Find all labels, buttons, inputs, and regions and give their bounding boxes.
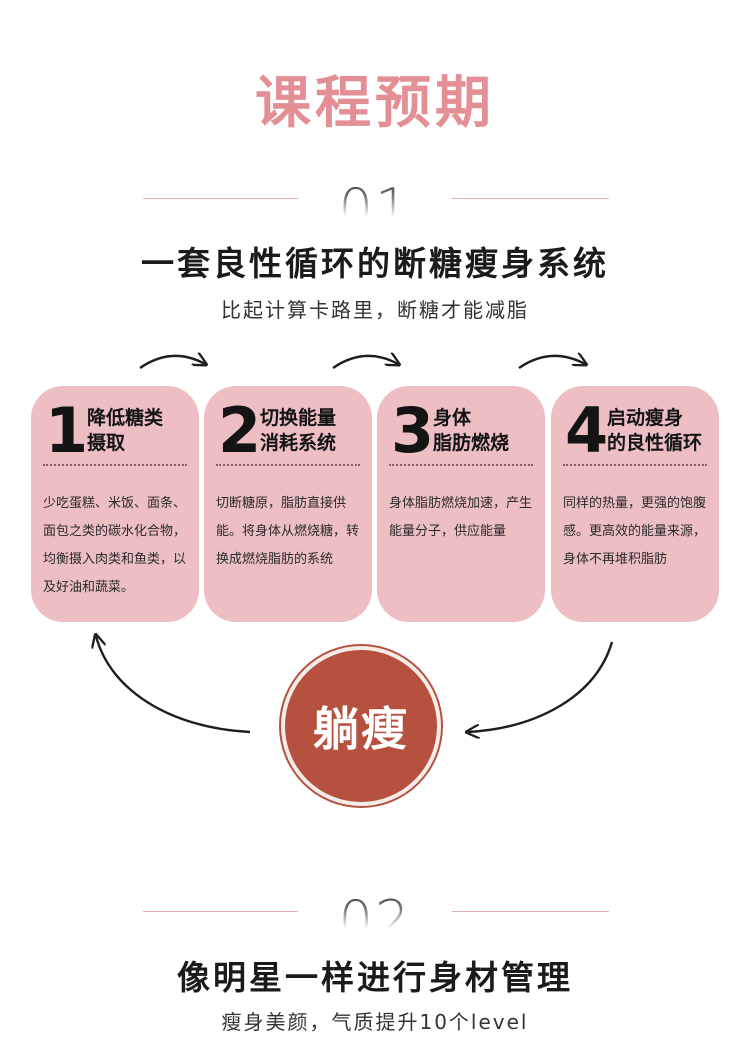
step-title: 身体 脂肪燃烧 — [433, 407, 510, 454]
step-card-2: 2 切换能量 消耗系统 切断糖原，脂肪直接供能。将身体从燃烧糖，转换成燃烧脂肪的… — [204, 386, 372, 622]
section-heading: 一套良性循环的断糖瘦身系统 — [141, 244, 609, 283]
dotted-divider — [216, 464, 360, 466]
divider-right — [452, 911, 609, 912]
step-description: 身体脂肪燃烧加速，产生能量分子，供应能量 — [389, 496, 533, 539]
section-subheading: 比起计算卡路里，断糖才能减脂 — [221, 298, 529, 322]
step-number: 3 — [391, 394, 435, 467]
step-number: 4 — [565, 394, 609, 467]
circular-arrow-left-icon — [96, 636, 251, 734]
page-title: 课程预期 — [255, 71, 495, 136]
curved-arrow-right-icon — [332, 356, 398, 369]
dotted-divider — [389, 464, 533, 466]
curved-arrow-right-icon — [518, 356, 585, 369]
step-number: 1 — [45, 394, 89, 467]
step-description: 同样的热量，更强的饱腹感。更高效的能量来源，身体不再堆积脂肪 — [563, 496, 707, 567]
circular-arrow-right-icon — [468, 641, 614, 732]
step-title: 切换能量 消耗系统 — [260, 407, 337, 454]
section-number: 02 — [0, 890, 750, 936]
step-card-4: 4 启动瘦身 的良性循环 同样的热量，更强的饱腹感。更高效的能量来源，身体不再堆… — [551, 386, 719, 622]
step-card-3: 3 身体 脂肪燃烧 身体脂肪燃烧加速，产生能量分子，供应能量 — [377, 386, 545, 622]
divider-left — [143, 198, 298, 199]
step-description: 切断糖原，脂肪直接供能。将身体从燃烧糖，转换成燃烧脂肪的系统 — [216, 496, 360, 567]
dotted-divider — [563, 464, 707, 466]
section-number: 01 — [0, 178, 750, 224]
badge-label: 躺瘦 — [313, 702, 409, 756]
step-title: 启动瘦身 的良性循环 — [607, 407, 703, 454]
step-card-1: 1 降低糖类 摄取 少吃蛋糕、米饭、面条、面包之类的碳水化合物，均衡摄入肉类和鱼… — [31, 386, 199, 622]
step-number: 2 — [218, 394, 262, 467]
divider-left — [143, 911, 298, 912]
section-heading: 像明星一样进行身材管理 — [177, 958, 573, 997]
dotted-divider — [43, 464, 187, 466]
curved-arrow-right-icon — [139, 356, 205, 369]
divider-right — [452, 198, 609, 199]
section-subheading: 瘦身美颜，气质提升10个level — [221, 1010, 529, 1034]
center-badge: 躺瘦 — [281, 646, 441, 806]
step-title: 降低糖类 摄取 — [87, 407, 164, 454]
step-description: 少吃蛋糕、米饭、面条、面包之类的碳水化合物，均衡摄入肉类和鱼类，以及好油和蔬菜。 — [43, 496, 187, 595]
